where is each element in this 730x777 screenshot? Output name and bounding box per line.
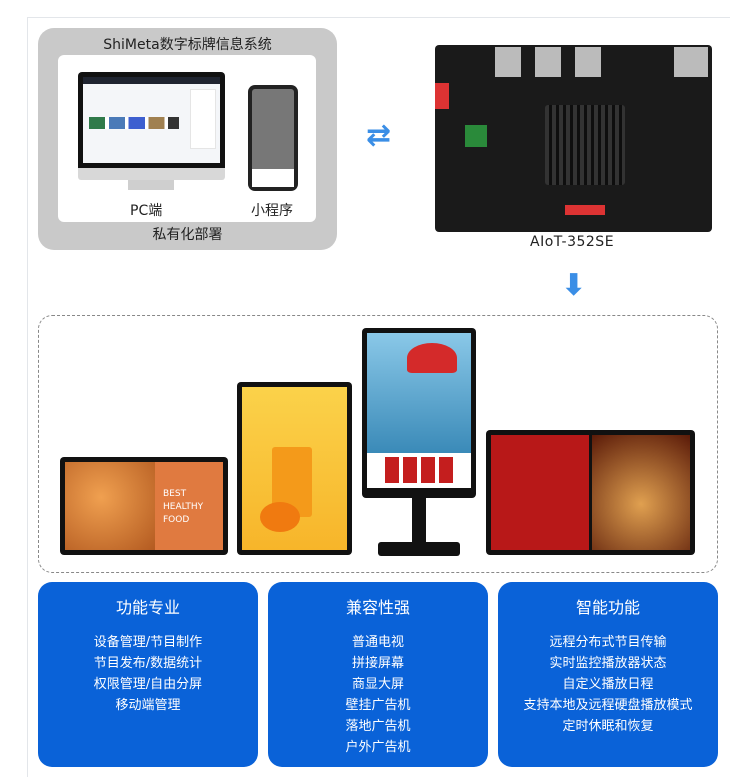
card-title: 智能功能 (575, 598, 640, 617)
card-title: 功能专业 (115, 598, 180, 617)
card-item: 移动端管理 (115, 698, 181, 713)
card-item: 支持本地及远程硬盘播放模式 (523, 698, 693, 713)
card-item: 拼接屏幕 (351, 656, 404, 671)
system-title: ShiMeta数字标牌信息系统 (103, 37, 272, 53)
board-image (435, 45, 712, 232)
poster-display-image (237, 382, 352, 555)
card-item: 实时监控播放器状态 (549, 656, 667, 671)
clients-panel: PC端 小程序 (58, 55, 316, 222)
deployment-label: 私有化部署 (152, 227, 223, 243)
pc-label: PC端 (130, 203, 163, 219)
card-item: 户外广告机 (345, 740, 411, 755)
kiosk-display-image (362, 328, 476, 498)
kiosk-base (378, 542, 460, 556)
feature-card-compatibility: 兼容性强 普通电视 拼接屏幕 商显大屏 壁挂广告机 落地广告机 户外广告机 (268, 582, 488, 767)
page-frame (27, 17, 730, 777)
card-item: 壁挂广告机 (345, 698, 411, 713)
card-item: 自定义播放日程 (562, 677, 654, 692)
card-item: 定时休眠和恢复 (562, 719, 654, 734)
tv-text-line: BEST (163, 489, 187, 499)
sync-arrows-icon: ⇄ (366, 118, 392, 153)
card-item: 远程分布式节目传输 (549, 635, 667, 650)
card-item: 节目发布/数据统计 (93, 656, 203, 671)
feature-card-smart: 智能功能 远程分布式节目传输 实时监控播放器状态 自定义播放日程 支持本地及远程… (498, 582, 718, 767)
kiosk-stand (412, 498, 426, 542)
pc-monitor-image (78, 72, 225, 180)
card-item: 权限管理/自由分屏 (93, 677, 203, 692)
card-item: 设备管理/节目制作 (93, 635, 203, 650)
down-arrow-icon: ⬇ (561, 268, 587, 303)
menu-display-image (486, 430, 695, 555)
system-panel: ShiMeta数字标牌信息系统 PC端 小程序 私有化部署 (38, 28, 337, 250)
tv-display-image: BEST HEALTHY FOOD (60, 457, 228, 555)
tv-text-line: HEALTHY (163, 502, 204, 512)
card-item: 落地广告机 (345, 719, 411, 734)
monitor-stand (128, 180, 174, 190)
card-title: 兼容性强 (345, 598, 410, 617)
devices-panel (38, 315, 718, 573)
tv-text-line: FOOD (163, 515, 190, 525)
card-item: 普通电视 (351, 635, 404, 650)
board-name: AIoT-352SE (530, 234, 615, 250)
mini-program-label: 小程序 (251, 203, 293, 219)
phone-image (248, 85, 298, 191)
feature-card-professional: 功能专业 设备管理/节目制作 节目发布/数据统计 权限管理/自由分屏 移动端管理 (38, 582, 258, 767)
card-item: 商显大屏 (351, 677, 404, 692)
